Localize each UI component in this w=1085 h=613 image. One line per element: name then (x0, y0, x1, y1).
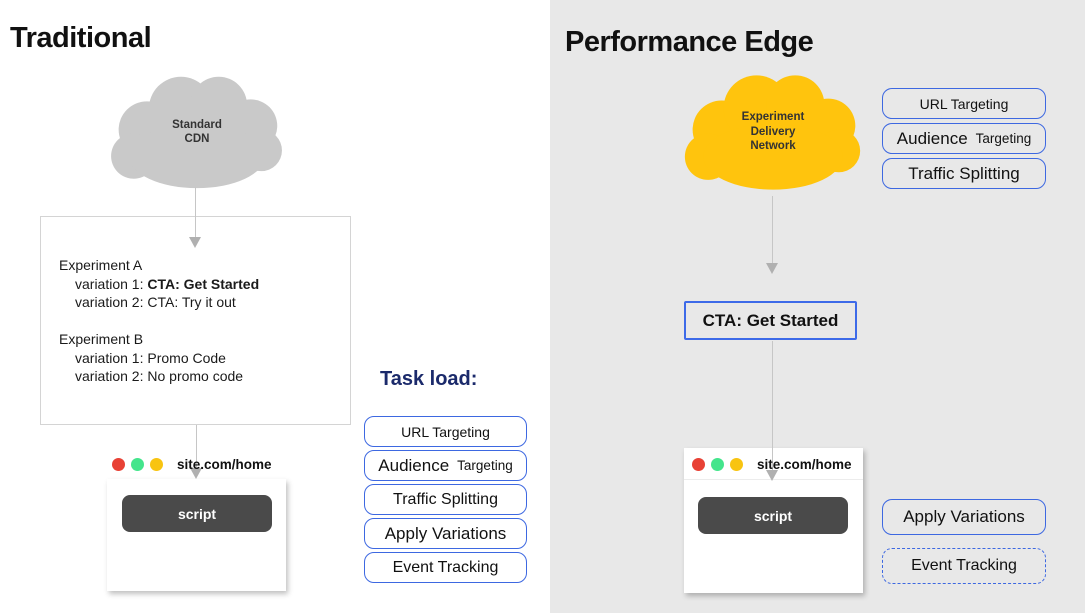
traditional-title: Traditional (10, 22, 152, 54)
arrow-line-cloud-to-cta (772, 196, 773, 263)
experiment-a-variation-1: variation 1: CTA: Get Started (75, 275, 260, 292)
arrow-line-cta-to-browser (772, 341, 773, 470)
arrow-head-cloud-to-experiments (189, 237, 201, 248)
task-event-tracking: Event Tracking (364, 552, 527, 583)
experiment-b-title: Experiment B (59, 331, 144, 347)
right-browser-titlebar: site.com/home (692, 457, 852, 472)
arrow-head-cloud-to-cta (766, 263, 778, 274)
traffic-light-yellow-icon (730, 458, 743, 471)
standard-cdn-cloud: Standard CDN (103, 73, 291, 191)
experiments-text: Experiment A variation 1: CTA: Get Start… (41, 217, 350, 386)
task-url-targeting: URL Targeting (364, 416, 527, 447)
arrow-line-experiments-to-browser (196, 425, 197, 469)
experiment-b-variation-2: variation 2: No promo code (75, 368, 244, 384)
cloud-line: CDN (184, 133, 210, 145)
task-traffic-splitting: Traffic Splitting (364, 484, 527, 515)
traffic-light-red-icon (112, 458, 125, 471)
edge-task-traffic-splitting: Traffic Splitting (882, 158, 1046, 189)
left-script-block: script (122, 495, 272, 532)
experiment-delivery-network-cloud: Experiment Delivery Network (681, 68, 865, 196)
edge-task-url-targeting: URL Targeting (882, 88, 1046, 119)
cloud-line: Standard (172, 118, 222, 131)
cloud-line: Experiment (741, 111, 805, 124)
cloud-shape-gray (111, 76, 282, 189)
cta-get-started-box: CTA: Get Started (684, 301, 857, 340)
cloud-line: Delivery (750, 125, 796, 138)
line-spacer (59, 312, 350, 331)
client-task-apply-variations: Apply Variations (882, 499, 1046, 535)
variation-1-value: CTA: Get Started (147, 275, 260, 292)
right-script-block: script (698, 497, 848, 534)
left-browser-url: site.com/home (177, 457, 272, 472)
standard-cdn-label: Standard CDN (103, 73, 291, 191)
arrow-line-cloud-to-experiments (195, 187, 196, 237)
performance-edge-title: Performance Edge (565, 26, 814, 58)
task-apply-variations: Apply Variations (364, 518, 527, 549)
cloud-shape-yellow (684, 75, 861, 190)
client-task-event-tracking: Event Tracking (882, 548, 1046, 584)
task-audience-targeting: Audience Targeting (364, 450, 527, 481)
edge-task-stack: URL Targeting Audience Targeting Traffic… (882, 88, 1046, 193)
experiment-b-variation-1: variation 1: Promo Code (75, 349, 226, 366)
edge-task-audience-targeting: Audience Targeting (882, 123, 1046, 154)
traffic-light-green-icon (711, 458, 724, 471)
task-load-label: Task load: (380, 368, 478, 390)
experiment-a-title: Experiment A (59, 257, 143, 273)
experiments-box: Experiment A variation 1: CTA: Get Start… (40, 216, 351, 425)
traditional-task-stack: URL Targeting Audience Targeting Traffic… (364, 416, 527, 586)
experiment-delivery-network-label: Experiment Delivery Network (681, 68, 865, 196)
experiment-a-variation-2: variation 2: CTA: Try it out (75, 294, 236, 310)
arrow-head-experiments-to-browser (190, 468, 202, 479)
cloud-line: Network (750, 140, 796, 153)
right-browser-url: site.com/home (757, 457, 852, 472)
traffic-light-red-icon (692, 458, 705, 471)
arrow-head-cta-to-browser (766, 470, 778, 481)
left-browser-titlebar: site.com/home (112, 457, 272, 472)
traffic-light-yellow-icon (150, 458, 163, 471)
traffic-light-green-icon (131, 458, 144, 471)
